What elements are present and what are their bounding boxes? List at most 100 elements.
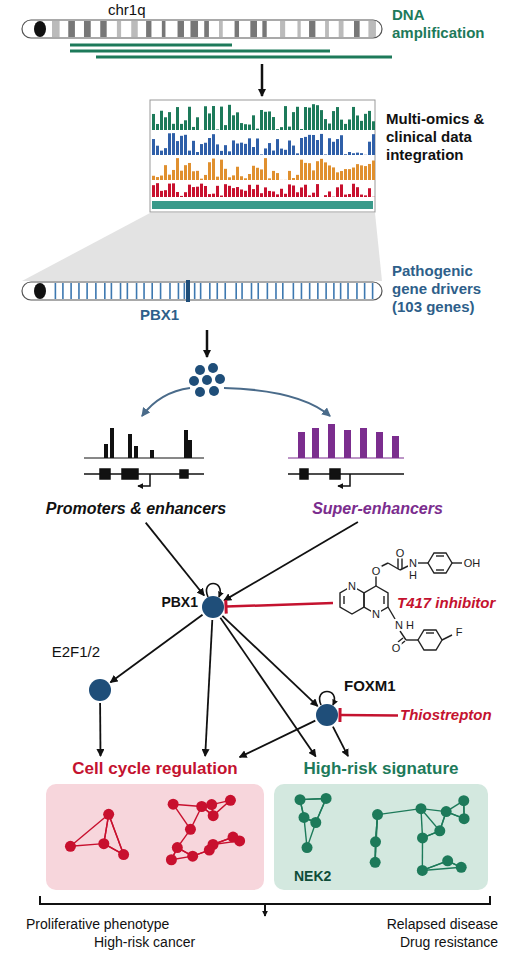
stroke xyxy=(168,184,171,197)
stroke xyxy=(131,21,137,37)
node-text: FOXM1 xyxy=(344,678,414,695)
inhibition-connector xyxy=(226,603,333,607)
stroke xyxy=(356,283,358,299)
stroke xyxy=(252,189,255,197)
stroke xyxy=(348,169,351,180)
amplification-lines xyxy=(70,45,392,57)
stroke xyxy=(352,168,355,180)
node-text: High-risk signature xyxy=(274,760,488,779)
stroke xyxy=(320,110,323,130)
stroke xyxy=(280,179,283,180)
stroke xyxy=(196,801,207,812)
omics-tracks xyxy=(152,104,375,209)
stroke xyxy=(288,184,291,197)
stroke xyxy=(304,163,307,180)
stroke xyxy=(364,114,367,130)
stroke xyxy=(298,432,305,458)
stroke xyxy=(276,139,279,155)
stroke xyxy=(172,133,175,155)
stroke xyxy=(316,105,319,130)
stroke xyxy=(284,150,287,155)
gene-node: FOXM1 xyxy=(316,704,338,726)
stroke xyxy=(348,119,351,130)
stroke xyxy=(370,857,381,868)
stroke xyxy=(292,178,295,180)
stroke xyxy=(347,283,349,299)
stroke xyxy=(172,124,175,130)
stroke xyxy=(196,171,199,180)
inhibitor-label: Thiostrepton xyxy=(400,706,512,726)
stroke xyxy=(280,189,283,197)
stroke xyxy=(264,112,267,130)
network-group: High-risk signatureNEK2 xyxy=(274,758,488,890)
split-arrow xyxy=(224,388,330,416)
stroke xyxy=(244,124,247,130)
stroke xyxy=(360,153,363,155)
stroke xyxy=(168,112,171,130)
stroke xyxy=(376,432,383,458)
stroke xyxy=(328,138,331,155)
stroke xyxy=(200,144,203,155)
stroke xyxy=(441,806,452,817)
self-loop xyxy=(206,584,220,598)
chromosome xyxy=(22,282,382,300)
stroke xyxy=(208,162,211,180)
stroke xyxy=(212,134,215,155)
stroke xyxy=(164,190,167,197)
region-label: Promoters & enhancers xyxy=(40,500,232,521)
stroke xyxy=(378,809,421,815)
stroke xyxy=(178,283,180,299)
promoter-track xyxy=(84,428,204,458)
stroke xyxy=(368,21,376,37)
stroke xyxy=(152,185,155,197)
stroke xyxy=(282,283,284,299)
stroke xyxy=(456,862,467,873)
stroke xyxy=(356,115,359,130)
stroke xyxy=(192,141,195,155)
stroke xyxy=(252,166,255,180)
stroke xyxy=(297,21,300,37)
stroke xyxy=(272,117,275,130)
network xyxy=(295,793,470,876)
stroke xyxy=(299,812,310,823)
stroke xyxy=(194,283,196,299)
stroke xyxy=(196,187,199,197)
stroke xyxy=(268,178,271,180)
stroke xyxy=(256,168,259,180)
stroke xyxy=(228,105,231,130)
stroke xyxy=(188,151,191,155)
stroke xyxy=(169,283,171,299)
stroke xyxy=(288,140,291,155)
stroke xyxy=(240,176,243,180)
stroke xyxy=(232,188,235,197)
atom-label: O xyxy=(391,643,402,654)
stroke xyxy=(200,184,203,197)
stroke xyxy=(160,151,163,155)
annotation: Pathogenic gene drivers (103 genes) xyxy=(392,262,506,316)
stroke xyxy=(372,809,383,820)
stroke xyxy=(321,793,332,804)
stroke xyxy=(62,283,64,299)
stroke xyxy=(228,186,231,197)
inhibition-connector xyxy=(340,714,398,717)
annotation: PBX1 xyxy=(140,306,190,324)
node-text: NEK2 xyxy=(294,869,354,884)
stroke xyxy=(98,838,109,849)
stroke xyxy=(417,832,428,843)
stroke xyxy=(280,21,285,37)
stroke xyxy=(196,152,199,155)
arrow-connector xyxy=(205,620,212,756)
stroke xyxy=(232,115,235,130)
stroke xyxy=(257,283,259,299)
stroke xyxy=(339,21,344,37)
stroke xyxy=(151,283,153,299)
stroke xyxy=(296,107,299,130)
bracket xyxy=(40,896,490,904)
stroke xyxy=(340,120,343,130)
stroke xyxy=(204,845,215,856)
stroke xyxy=(224,125,227,130)
stroke xyxy=(150,450,154,458)
stroke xyxy=(235,283,237,299)
stroke xyxy=(192,187,195,197)
atom-label: OH xyxy=(463,558,482,569)
